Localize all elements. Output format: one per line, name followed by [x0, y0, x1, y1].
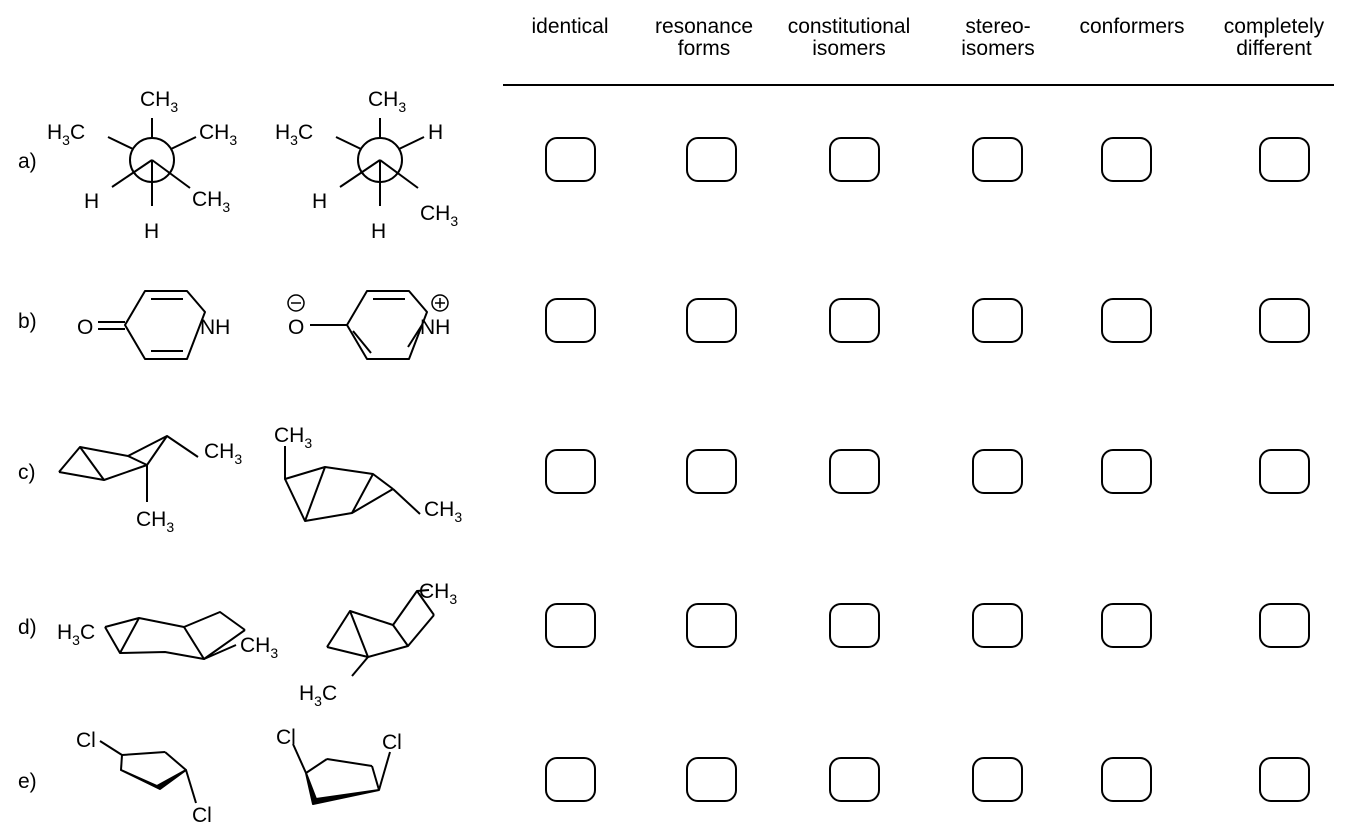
pyridone-structure: O NH [77, 290, 230, 360]
column-header-constitutional-isomers: constitutional isomers [774, 16, 924, 60]
atom-label: H3C [299, 682, 337, 709]
checkbox-b-stereoisomers[interactable] [972, 298, 1023, 343]
column-header-line2: isomers [812, 37, 886, 60]
atom-label: O [288, 316, 304, 339]
column-header-line1: constitutional [787, 15, 911, 38]
checkbox-a-stereoisomers[interactable] [972, 137, 1023, 182]
column-header-conformers: conformers [1067, 16, 1197, 38]
checkbox-c-conformers[interactable] [1101, 449, 1152, 494]
checkbox-e-completely-different[interactable] [1259, 757, 1310, 802]
checkbox-d-conformers[interactable] [1101, 603, 1152, 648]
atom-label: H3C [275, 121, 313, 148]
atom-label: Cl [192, 804, 212, 825]
checkbox-c-completely-different[interactable] [1259, 449, 1310, 494]
atom-label: H [371, 220, 386, 243]
atom-label: CH3 [274, 424, 312, 451]
atom-label: H [84, 190, 99, 213]
checkbox-e-identical[interactable] [545, 757, 596, 802]
atom-label: CH3 [368, 88, 406, 115]
column-header-completely-different: completely different [1213, 16, 1335, 60]
row-label-c: c) [18, 461, 36, 484]
chair-cyclohexane-c1: CH3 CH3 [58, 435, 242, 535]
atom-label: O [77, 316, 93, 339]
checkbox-c-stereoisomers[interactable] [972, 449, 1023, 494]
checkbox-a-completely-different[interactable] [1259, 137, 1310, 182]
chair-cyclohexane-d2: CH3 H3C [299, 580, 457, 709]
checkbox-a-constitutional-isomers[interactable] [829, 137, 880, 182]
row-label-a: a) [18, 150, 37, 173]
checkbox-e-conformers[interactable] [1101, 757, 1152, 802]
checkbox-d-completely-different[interactable] [1259, 603, 1310, 648]
atom-label: CH3 [420, 202, 458, 229]
atom-label: CH3 [192, 188, 230, 215]
atom-label: Cl [276, 726, 296, 749]
atom-label: H3C [47, 121, 85, 148]
checkbox-e-constitutional-isomers[interactable] [829, 757, 880, 802]
newman-projection-a2: CH3 H3C H H CH3 H [275, 88, 458, 243]
checkbox-d-resonance-forms[interactable] [686, 603, 737, 648]
column-header-line1: resonance [654, 15, 754, 38]
column-header-line1: completely [1223, 15, 1325, 38]
checkbox-a-identical[interactable] [545, 137, 596, 182]
checkbox-b-conformers[interactable] [1101, 298, 1152, 343]
pyridinium-oxide-structure: O NH [287, 290, 450, 360]
checkbox-b-constitutional-isomers[interactable] [829, 298, 880, 343]
checkbox-d-constitutional-isomers[interactable] [829, 603, 880, 648]
column-header-resonance-forms: resonance forms [643, 16, 765, 60]
atom-label: CH3 [199, 121, 237, 148]
row-label-e: e) [18, 770, 37, 793]
atom-label: CH3 [240, 634, 278, 661]
atom-label: H [428, 121, 443, 144]
checkbox-b-resonance-forms[interactable] [686, 298, 737, 343]
row-label-d: d) [18, 616, 37, 639]
atom-label: H [144, 220, 159, 243]
chair-cyclohexane-d1: H3C CH3 [57, 611, 278, 661]
structure-drawings: CH3 H3C CH3 H CH3 H CH3 H3C H H CH3 H O … [47, 88, 462, 825]
checkbox-e-stereoisomers[interactable] [972, 757, 1023, 802]
checkbox-c-identical[interactable] [545, 449, 596, 494]
atom-label: NH [420, 316, 450, 339]
column-header-line2: different [1236, 37, 1312, 60]
checkbox-c-resonance-forms[interactable] [686, 449, 737, 494]
atom-label: Cl [76, 729, 96, 752]
column-header-line1: identical [531, 15, 609, 38]
checkbox-c-constitutional-isomers[interactable] [829, 449, 880, 494]
checkbox-d-identical[interactable] [545, 603, 596, 648]
atom-label: Cl [382, 731, 402, 754]
atom-label: CH3 [136, 508, 174, 535]
column-header-line2: forms [677, 37, 731, 60]
checkbox-a-resonance-forms[interactable] [686, 137, 737, 182]
checkbox-a-conformers[interactable] [1101, 137, 1152, 182]
column-header-stereoisomers: stereo- isomers [948, 16, 1048, 60]
column-header-identical: identical [515, 16, 625, 38]
checkbox-e-resonance-forms[interactable] [686, 757, 737, 802]
dichlorocyclopentane-e2: Cl Cl [276, 726, 402, 805]
atom-label: NH [200, 316, 230, 339]
dichlorocyclopentane-e1: Cl Cl [76, 729, 212, 825]
column-header-line2: isomers [961, 37, 1035, 60]
atom-label: CH3 [140, 88, 178, 115]
atom-label: CH3 [204, 440, 242, 467]
atom-label: CH3 [419, 580, 457, 607]
column-header-line1: stereo- [965, 15, 1031, 38]
newman-projection-a1: CH3 H3C CH3 H CH3 H [47, 88, 237, 243]
atom-label: CH3 [424, 498, 462, 525]
row-label-b: b) [18, 310, 37, 333]
atom-label: H3C [57, 621, 95, 648]
header-divider [503, 84, 1334, 86]
column-header-line1: conformers [1079, 15, 1185, 38]
checkbox-d-stereoisomers[interactable] [972, 603, 1023, 648]
atom-label: H [312, 190, 327, 213]
chair-cyclohexane-c2: CH3 CH3 [274, 424, 462, 525]
checkbox-b-identical[interactable] [545, 298, 596, 343]
checkbox-b-completely-different[interactable] [1259, 298, 1310, 343]
